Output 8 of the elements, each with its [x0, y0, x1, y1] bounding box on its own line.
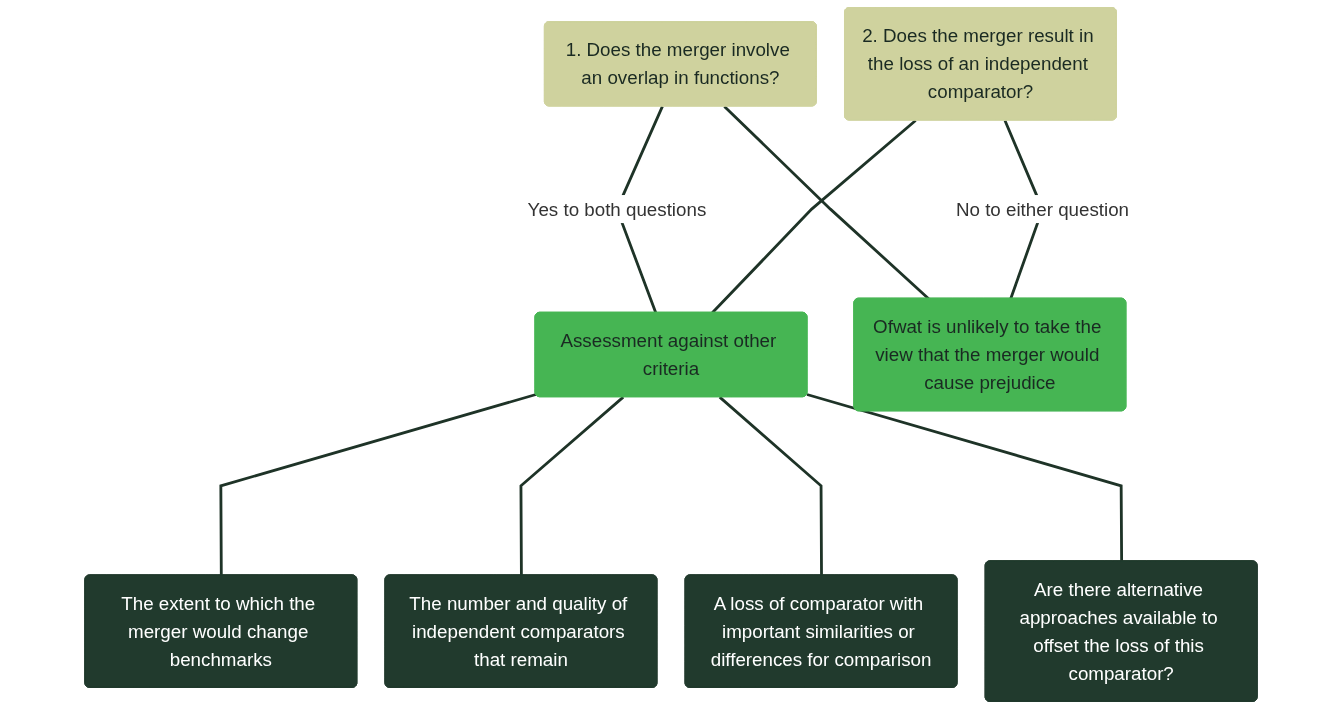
connector [722, 105, 930, 300]
edge-label: No to either question [955, 198, 1129, 220]
connector [718, 396, 823, 576]
connector [519, 396, 624, 576]
connector [806, 393, 1123, 562]
connector [218, 393, 536, 576]
connector [710, 119, 917, 314]
edge-label: Yes to both questions [527, 198, 706, 220]
